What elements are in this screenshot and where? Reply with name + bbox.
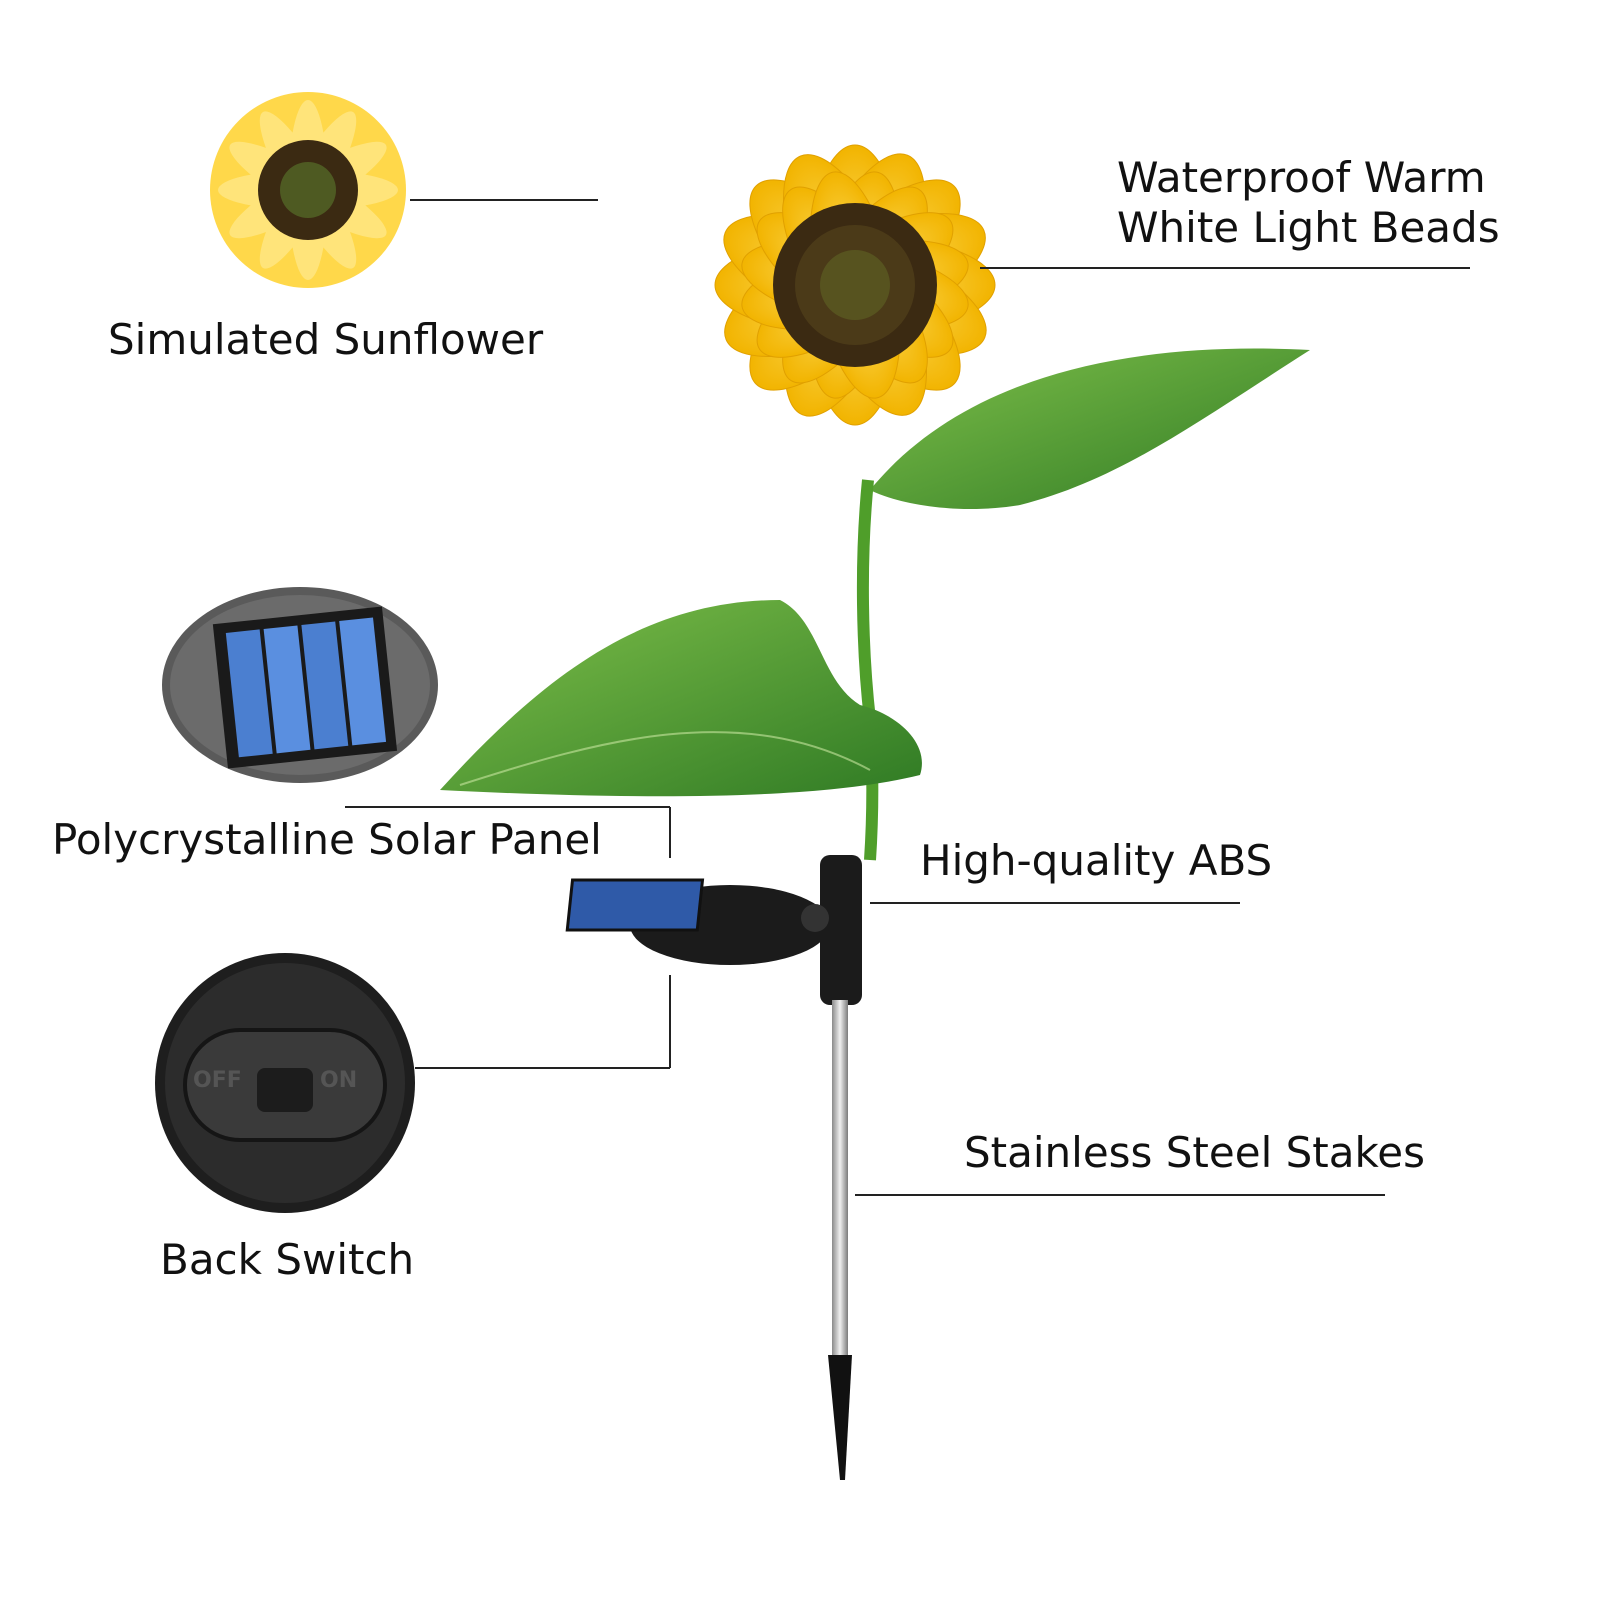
label-solar-panel: Polycrystalline Solar Panel [52, 815, 602, 864]
upper-leaf [870, 348, 1310, 510]
stake-spike [828, 1355, 852, 1480]
switch-on-mark: ON [320, 1068, 358, 1093]
back-switch-thumbnail [155, 953, 415, 1213]
label-waterproof-line1: Waterproof Warm [1117, 153, 1486, 202]
label-back-switch: Back Switch [160, 1235, 415, 1284]
lower-leaf [440, 600, 922, 797]
label-waterproof-line2: White Light Beads [1117, 203, 1500, 252]
label-sunflower: Simulated Sunflower [108, 315, 544, 364]
label-abs: High-quality ABS [920, 836, 1273, 885]
flower-head [714, 144, 996, 426]
solar-panel-thumbnail [162, 587, 438, 783]
label-stake: Stainless Steel Stakes [964, 1128, 1426, 1177]
stem [856, 479, 879, 861]
sunflower-thumbnail [210, 92, 406, 288]
solar-housing [565, 855, 862, 1005]
steel-stake [832, 1000, 848, 1360]
switch-off-mark: OFF [193, 1068, 242, 1093]
